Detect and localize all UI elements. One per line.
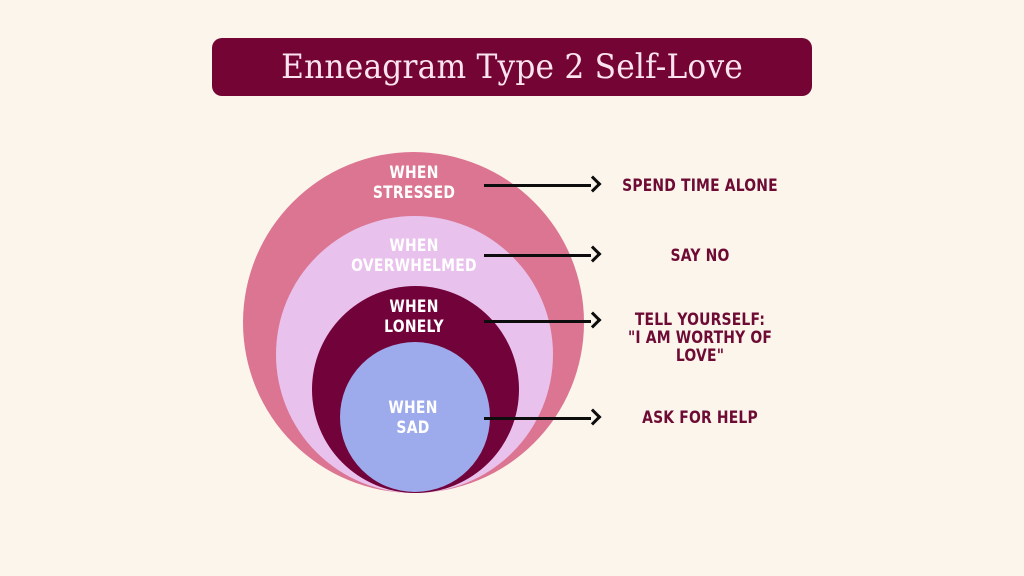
label-when-stressed: WHEN STRESSED <box>348 163 479 203</box>
label-line: WHEN <box>388 398 438 418</box>
action-line: ASK FOR HELP <box>642 408 758 428</box>
arrow-right-icon <box>484 417 591 420</box>
label-line: WHEN <box>389 236 439 256</box>
action-tell-yourself: TELL YOURSELF: "I AM WORTHY OF LOVE" <box>618 311 782 365</box>
page-title: Enneagram Type 2 Self-Love <box>281 47 743 87</box>
label-when-overwhelmed: WHEN OVERWHELMED <box>348 236 479 276</box>
ring-when-sad <box>340 342 490 492</box>
label-line: OVERWHELMED <box>351 256 477 276</box>
arrow-right-icon <box>484 320 591 323</box>
action-line: SPEND TIME ALONE <box>622 176 778 196</box>
label-when-sad: WHEN SAD <box>347 398 478 438</box>
label-line: WHEN <box>389 163 439 183</box>
action-ask-for-help: ASK FOR HELP <box>618 409 782 427</box>
arrow-right-icon <box>484 184 591 187</box>
action-line: SAY NO <box>670 246 730 266</box>
label-line: LONELY <box>384 317 444 337</box>
label-line: WHEN <box>389 297 439 317</box>
label-line: STRESSED <box>372 183 456 203</box>
label-line: SAD <box>396 418 430 438</box>
arrow-right-icon <box>484 254 591 257</box>
label-when-lonely: WHEN LONELY <box>348 297 479 337</box>
action-line: TELL YOURSELF: <box>634 310 766 330</box>
action-spend-time-alone: SPEND TIME ALONE <box>618 177 782 195</box>
action-say-no: SAY NO <box>618 247 782 265</box>
title-banner: Enneagram Type 2 Self-Love <box>212 38 812 96</box>
action-line: "I AM WORTHY OF <box>627 328 773 348</box>
action-line: LOVE" <box>675 346 725 366</box>
